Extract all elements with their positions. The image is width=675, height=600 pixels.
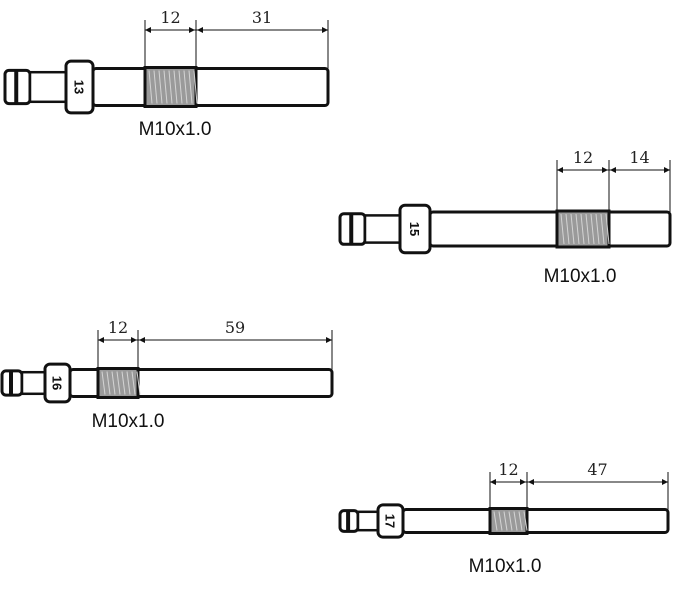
thread-spec-label: M10x1.0 bbox=[92, 411, 165, 432]
thread-length-label: 12 bbox=[573, 148, 593, 167]
dimension-arrowhead bbox=[528, 479, 534, 485]
hex-size-label: 13 bbox=[72, 80, 87, 94]
coupler-body bbox=[20, 370, 47, 396]
dimension-arrowhead bbox=[131, 337, 137, 343]
dimension-arrowhead bbox=[520, 479, 526, 485]
dimension-arrowhead bbox=[98, 337, 104, 343]
dimension-arrowhead bbox=[322, 27, 328, 33]
dimension-arrowhead bbox=[602, 167, 608, 173]
dimension-arrowhead bbox=[610, 167, 616, 173]
thread-section bbox=[488, 507, 529, 535]
probe-shaft bbox=[401, 508, 670, 534]
dimension-arrowhead bbox=[197, 27, 203, 33]
probe-shaft bbox=[428, 210, 672, 248]
shaft-length-label: 47 bbox=[587, 460, 607, 479]
coupler-body bbox=[356, 510, 380, 532]
coupler-body bbox=[28, 70, 68, 104]
thread-spec-label: M10x1.0 bbox=[544, 266, 617, 287]
dimension-arrowhead bbox=[139, 337, 145, 343]
shaft-length-label: 14 bbox=[629, 148, 649, 167]
dimension-arrowhead bbox=[557, 167, 563, 173]
thread-length-label: 12 bbox=[108, 318, 128, 337]
dimension-arrowhead bbox=[326, 337, 332, 343]
shaft-length-label: 59 bbox=[225, 318, 245, 337]
thread-spec-label: M10x1.0 bbox=[139, 119, 212, 140]
dimension-arrowhead bbox=[662, 479, 668, 485]
probe-shaft bbox=[91, 67, 330, 107]
coupler-body bbox=[363, 214, 402, 244]
dimension-arrowhead bbox=[145, 27, 151, 33]
hex-size-label: 15 bbox=[407, 222, 422, 236]
dimension-arrowhead bbox=[664, 167, 670, 173]
hex-size-label: 17 bbox=[383, 514, 398, 528]
hex-size-label: 16 bbox=[50, 376, 65, 390]
thread-spec-label: M10x1.0 bbox=[469, 556, 542, 577]
dimension-arrowhead bbox=[189, 27, 195, 33]
thread-length-label: 12 bbox=[498, 460, 518, 479]
dimension-arrowhead bbox=[490, 479, 496, 485]
thread-length-label: 12 bbox=[160, 8, 180, 27]
shaft-length-label: 31 bbox=[252, 8, 272, 27]
